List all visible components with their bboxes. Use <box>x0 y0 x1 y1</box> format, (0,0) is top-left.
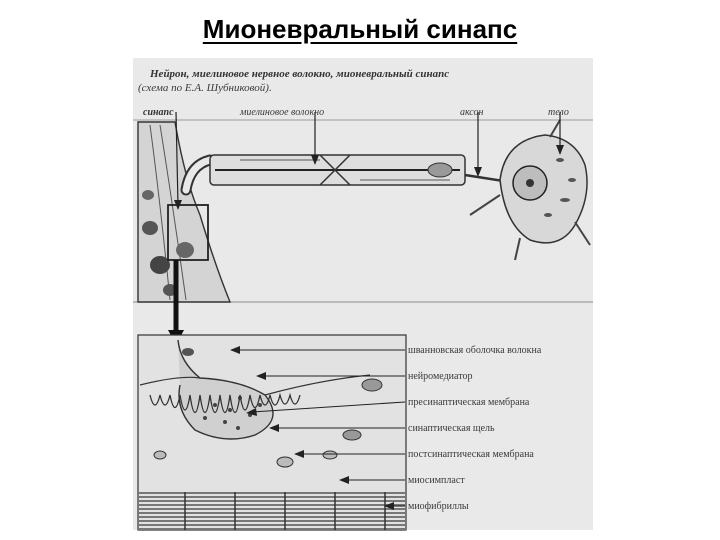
label-pointers <box>230 346 406 510</box>
label-myelin-fiber: миелиновое волокно <box>239 107 324 118</box>
postsynaptic-folds <box>149 392 301 414</box>
myofibrils <box>138 492 406 530</box>
label-body: тело <box>548 107 569 118</box>
label-postsynaptic-membrane: постсинаптическая мембрана <box>408 449 534 460</box>
label-myofibrils: миофибриллы <box>408 501 469 512</box>
side-labels: шванновская оболочка волокна нейромедиат… <box>408 345 542 512</box>
mitochondria <box>153 378 383 468</box>
label-myosymplast: миосимпласт <box>408 475 465 486</box>
synapse-marker-box <box>167 204 209 261</box>
page-title: Мионевральный синапс <box>202 14 518 44</box>
neuron-body <box>469 119 591 261</box>
label-neurotransmitter: нейромедиатор <box>408 371 472 382</box>
label-schwann-sheath: шванновская оболочка волокна <box>408 345 542 356</box>
figure-caption-line2: (схема по Е.А. Шубниковой). <box>138 82 272 94</box>
label-axon: аксон <box>460 107 483 118</box>
nerve-terminal <box>177 339 274 440</box>
label-presynaptic-membrane: пресинаптическая мембрана <box>408 397 530 408</box>
label-synaptic-cleft: синаптическая щель <box>408 423 495 434</box>
muscle-fiber-region <box>137 121 232 303</box>
figure-caption-line1: Нейрон, миелиновое нервное волокно, мион… <box>149 68 449 80</box>
myelin-fiber <box>180 154 466 196</box>
label-synapse: синапс <box>143 107 174 118</box>
